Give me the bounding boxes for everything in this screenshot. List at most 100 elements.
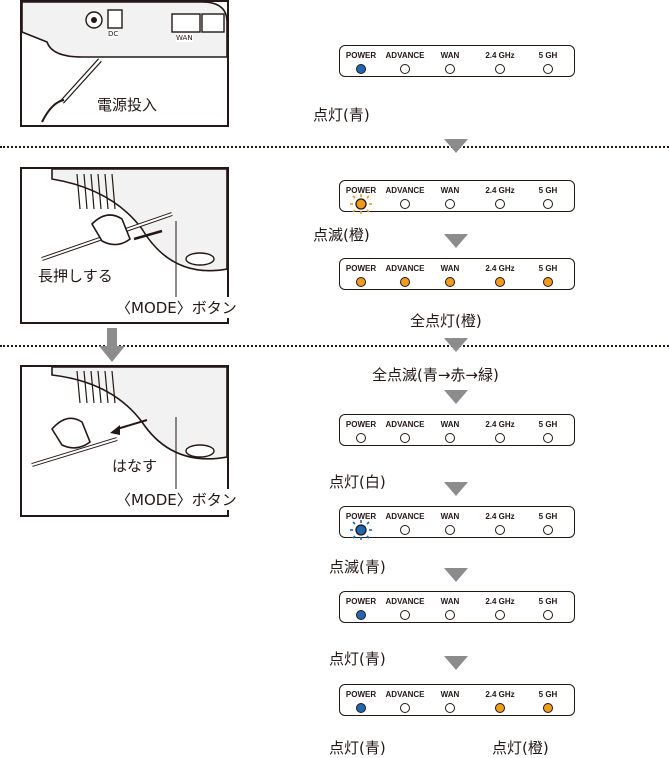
led-power — [356, 433, 366, 443]
step-2-caption: 点滅(橙) — [313, 226, 370, 244]
router-side-drawing-2 — [31, 366, 228, 489]
led-advance — [400, 610, 410, 620]
led-wan — [445, 199, 455, 209]
led-label-24ghz: 2.4 GHz — [485, 512, 515, 521]
mode-button-label-1: 〈MODE〉ボタン — [114, 297, 239, 318]
led-label-5ghz: 5 GH — [538, 512, 558, 521]
led-wan — [445, 610, 455, 620]
step-arrow — [444, 568, 468, 582]
led-label-power: POWER — [345, 51, 377, 60]
led-5ghz — [543, 199, 553, 209]
power-on-caption: 電源投入 — [95, 94, 160, 115]
press-illustration: 長押しする 〈MODE〉ボタン — [20, 167, 239, 324]
led-wan — [445, 277, 455, 287]
step-6-caption: 点滅(青) — [329, 558, 386, 576]
led-label-5ghz: 5 GH — [538, 264, 558, 273]
led-wan — [445, 64, 455, 74]
step-arrow — [444, 482, 468, 496]
led-advance — [400, 64, 410, 74]
led-24ghz — [495, 703, 505, 713]
led-advance — [400, 277, 410, 287]
led-panel-step-3: POWER ADVANCE WAN 2.4 GHz 5 GH — [339, 258, 575, 290]
led-5ghz — [543, 610, 553, 620]
led-label-5ghz: 5 GH — [538, 597, 558, 606]
led-label-5ghz: 5 GH — [538, 186, 558, 195]
led-label-power: POWER — [345, 420, 377, 429]
led-advance — [400, 199, 410, 209]
led-wan — [445, 703, 455, 713]
led-wan — [445, 525, 455, 535]
led-label-5ghz: 5 GH — [538, 420, 558, 429]
led-wan — [445, 433, 455, 443]
release-illustration: はなす 〈MODE〉ボタン — [20, 365, 239, 517]
led-label-24ghz: 2.4 GHz — [485, 51, 515, 60]
led-label-5ghz: 5 GH — [538, 690, 558, 699]
led-label-advance: ADVANCE — [385, 420, 425, 429]
led-label-wan: WAN — [440, 264, 460, 273]
led-label-advance: ADVANCE — [385, 51, 425, 60]
led-label-power: POWER — [345, 597, 377, 606]
led-label-24ghz: 2.4 GHz — [485, 264, 515, 273]
led-label-wan: WAN — [440, 420, 460, 429]
port-label-wan: WAN — [176, 34, 193, 42]
led-label-24ghz: 2.4 GHz — [485, 186, 515, 195]
led-label-advance: ADVANCE — [385, 264, 425, 273]
press-label: 長押しする — [36, 265, 115, 286]
led-label-wan: WAN — [440, 597, 460, 606]
led-label-power: POWER — [345, 512, 377, 521]
step-arrow — [444, 390, 468, 404]
led-power — [356, 277, 366, 287]
led-advance — [400, 525, 410, 535]
led-power-blinking — [350, 520, 372, 540]
step-7-caption: 点灯(青) — [329, 650, 386, 668]
led-5ghz — [543, 277, 553, 287]
step-1-caption: 点灯(青) — [313, 106, 370, 124]
step-5-caption: 点灯(白) — [329, 473, 386, 491]
mode-button-label-2: 〈MODE〉ボタン — [114, 489, 239, 510]
led-label-power: POWER — [345, 690, 377, 699]
release-label: はなす — [110, 455, 160, 476]
step-8-caption-left: 点灯(青) — [329, 739, 386, 757]
led-label-24ghz: 2.4 GHz — [485, 420, 515, 429]
step-8-caption-right: 点灯(橙) — [492, 739, 549, 757]
led-5ghz — [543, 433, 553, 443]
power-illustration: DC WAN 電源投入 — [20, 0, 229, 127]
led-label-wan: WAN — [440, 186, 460, 195]
separator-top — [0, 146, 669, 148]
led-advance — [400, 433, 410, 443]
led-label-advance: ADVANCE — [385, 597, 425, 606]
led-label-power: POWER — [345, 264, 377, 273]
separator-middle — [0, 345, 669, 347]
step-4-caption: 全点滅(青→赤→緑) — [372, 366, 499, 384]
led-5ghz — [543, 64, 553, 74]
down-arrow-left — [99, 328, 125, 362]
led-label-power: POWER — [345, 186, 377, 195]
led-advance — [400, 703, 410, 713]
led-label-advance: ADVANCE — [385, 512, 425, 521]
port-label-dc: DC — [108, 30, 119, 38]
led-label-advance: ADVANCE — [385, 690, 425, 699]
led-label-wan: WAN — [440, 512, 460, 521]
led-5ghz — [543, 525, 553, 535]
led-24ghz — [495, 277, 505, 287]
led-power — [356, 703, 366, 713]
led-label-24ghz: 2.4 GHz — [485, 597, 515, 606]
led-power — [356, 64, 366, 74]
router-side-drawing — [41, 168, 228, 297]
step-arrow — [444, 234, 468, 248]
led-label-wan: WAN — [440, 51, 460, 60]
led-5ghz — [543, 703, 553, 713]
led-24ghz — [495, 64, 505, 74]
step-3-caption: 全点灯(橙) — [410, 312, 482, 330]
led-24ghz — [495, 610, 505, 620]
led-label-wan: WAN — [440, 690, 460, 699]
router-back-drawing — [21, 1, 228, 123]
step-arrow — [444, 656, 468, 670]
step-arrow — [444, 338, 468, 352]
led-24ghz — [495, 199, 505, 209]
led-panel-step-7: POWER ADVANCE WAN 2.4 GHz 5 GH — [339, 591, 575, 623]
led-power — [356, 610, 366, 620]
